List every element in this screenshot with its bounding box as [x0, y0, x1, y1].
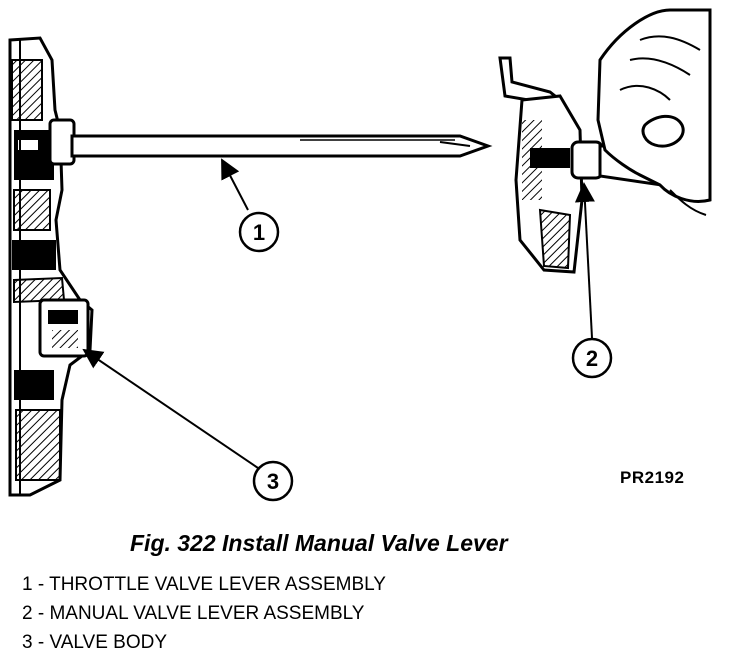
figure-caption: Fig. 322 Install Manual Valve Lever	[130, 530, 508, 556]
valve-body-drawing	[8, 36, 94, 497]
callout-1-number: 1	[253, 220, 265, 245]
technical-illustration: 1 2 3	[8, 8, 712, 502]
throttle-rod-drawing	[70, 134, 493, 158]
callout-3-number: 3	[267, 469, 279, 494]
legend-item: 3 - VALVE BODY	[22, 632, 168, 653]
callout-2: 2	[571, 337, 613, 379]
callout-3: 3	[252, 460, 294, 502]
figure-code: PR2192	[620, 468, 685, 487]
legend-item: 2 - MANUAL VALVE LEVER ASSEMBLY	[22, 603, 365, 624]
legend-item: 1 - THROTTLE VALVE LEVER ASSEMBLY	[22, 574, 386, 595]
leader-line-3	[82, 348, 259, 469]
legend: 1 - THROTTLE VALVE LEVER ASSEMBLY 2 - MA…	[22, 570, 386, 657]
callout-2-number: 2	[586, 346, 598, 371]
hand-drawing	[596, 8, 712, 216]
leader-line-2	[574, 182, 595, 339]
callout-1: 1	[238, 211, 280, 253]
leader-line-1	[221, 158, 249, 211]
